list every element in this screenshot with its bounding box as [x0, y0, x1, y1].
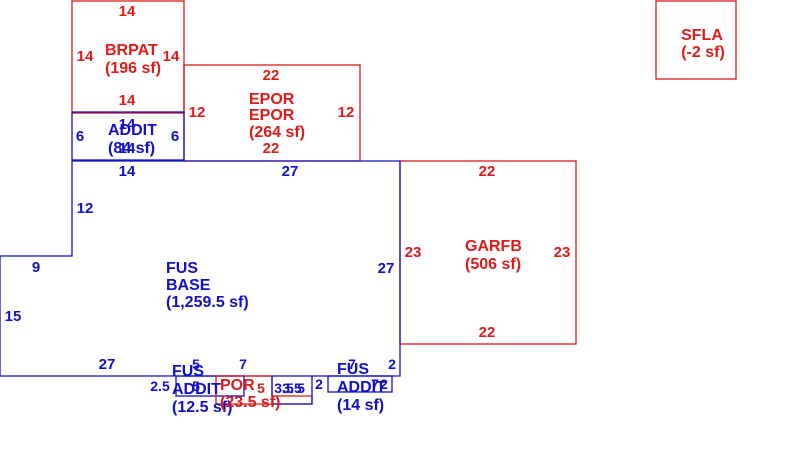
right-addit-size: (14 sf) [337, 397, 384, 414]
right-addit-dim-b: 7 [348, 356, 356, 372]
left-addit-size: (12.5 sf) [172, 399, 232, 416]
brpat-outline [71, 0, 185, 114]
sfla-outline [655, 0, 737, 80]
addit-dim-left: 6 [76, 128, 84, 145]
epor-code-2: EPOR [249, 107, 295, 124]
base-line-1: FUS [166, 260, 198, 277]
addit-dim-bottom: 14 [119, 140, 136, 157]
base-dim-top: 27 [282, 163, 299, 180]
epor-code-1: EPOR [249, 91, 295, 108]
base-line-2: BASE [166, 277, 211, 294]
addit-size: (84 sf) [108, 140, 155, 157]
addit-dim-top: 14 [119, 116, 136, 133]
epor-dim-top: 22 [263, 67, 280, 84]
por-code: POR [220, 377, 255, 394]
por-dim-a: 7 [239, 356, 247, 372]
por-dim-c: 3.5 [274, 380, 294, 396]
brpat-dim-left: 14 [77, 48, 94, 65]
base-dim-top-left: 14 [119, 163, 136, 180]
por-dim-d: 3.5 [282, 380, 302, 396]
brpat-code: BRPAT [105, 42, 158, 59]
epor-dim-right: 12 [338, 104, 355, 121]
right-addit-dim-c: 2 [388, 356, 396, 372]
fus-addit-right-outline [327, 375, 393, 393]
por-dim-e: 5 [297, 380, 305, 396]
brpat-dim-right: 14 [163, 48, 180, 65]
left-addit-line-1: FUS [172, 363, 204, 380]
base-size: (1,259.5 sf) [166, 294, 249, 311]
right-addit-dim-a: 2 [315, 376, 323, 392]
brpat-dim-top: 14 [119, 3, 136, 20]
addit-dim-right: 6 [171, 128, 179, 145]
base-dim-bottom: 27 [99, 356, 116, 373]
base-dim-right: 27 [378, 260, 395, 277]
base-dim-step: 9 [32, 259, 40, 276]
left-addit-dim-c: 5 [192, 378, 200, 394]
addit-top-outline [71, 111, 185, 161]
base-dim-left: 15 [5, 308, 22, 325]
brpat-dim-bottom: 14 [119, 92, 136, 109]
garfb-size: (506 sf) [465, 256, 521, 273]
por-dim-b: 5 [257, 380, 265, 396]
fus-addit-left-outline [175, 375, 245, 397]
left-addit-dim-a: 2.5 [150, 378, 170, 394]
fus-base-outline [0, 160, 401, 377]
garfb-dim-bottom: 22 [479, 324, 496, 341]
epor-dim-bottom: 22 [263, 140, 280, 157]
garfb-dim-top: 22 [479, 163, 496, 180]
garfb-dim-right: 23 [554, 244, 571, 261]
step-outline [271, 376, 313, 405]
epor-dim-left: 12 [189, 104, 206, 121]
right-addit-dim-d: 7 [371, 376, 379, 392]
right-addit-dim-e: 2 [380, 376, 388, 392]
garfb-code: GARFB [465, 238, 522, 255]
por-size: (23.5 sf) [220, 394, 280, 411]
garfb-dim-left: 23 [405, 244, 422, 261]
sfla-code: SFLA [681, 27, 723, 44]
left-addit-line-2: ADDIT [172, 381, 221, 398]
brpat-size: (196 sf) [105, 60, 161, 77]
addit-code: ADDIT [108, 122, 157, 139]
sfla-size: (-2 sf) [681, 44, 725, 61]
right-addit-line-1: FUS [337, 361, 369, 378]
right-addit-line-2: ADDIT [337, 379, 386, 396]
left-addit-dim-b: 5 [192, 356, 200, 372]
base-dim-left-upper: 12 [77, 200, 94, 217]
epor-size: (264 sf) [249, 124, 305, 141]
